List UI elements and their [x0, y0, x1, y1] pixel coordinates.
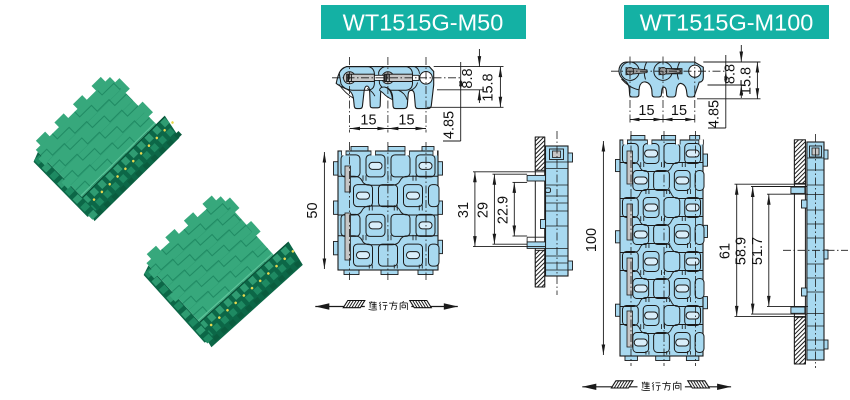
- svg-text:4.85: 4.85: [442, 111, 458, 139]
- svg-text:15.8: 15.8: [481, 73, 497, 101]
- svg-text:51.7: 51.7: [750, 237, 766, 265]
- svg-text:WT1515G-M50: WT1515G-M50: [343, 10, 504, 36]
- svg-text:4.85: 4.85: [707, 100, 723, 128]
- svg-text:WT1515G-M100: WT1515G-M100: [640, 10, 814, 36]
- svg-text:29: 29: [476, 202, 492, 218]
- svg-text:22.9: 22.9: [496, 196, 512, 224]
- svg-text:50: 50: [305, 202, 321, 218]
- svg-text:15: 15: [398, 113, 414, 129]
- svg-text:100: 100: [584, 228, 600, 252]
- svg-text:8.8: 8.8: [723, 64, 739, 84]
- svg-text:15.8: 15.8: [739, 67, 755, 95]
- svg-text:8.8: 8.8: [460, 68, 476, 88]
- svg-text:15: 15: [671, 103, 687, 119]
- svg-text:31: 31: [456, 202, 472, 218]
- svg-text:61: 61: [718, 243, 734, 259]
- svg-text:58.9: 58.9: [734, 237, 750, 265]
- svg-text:15: 15: [638, 103, 654, 119]
- svg-text:15: 15: [360, 113, 376, 129]
